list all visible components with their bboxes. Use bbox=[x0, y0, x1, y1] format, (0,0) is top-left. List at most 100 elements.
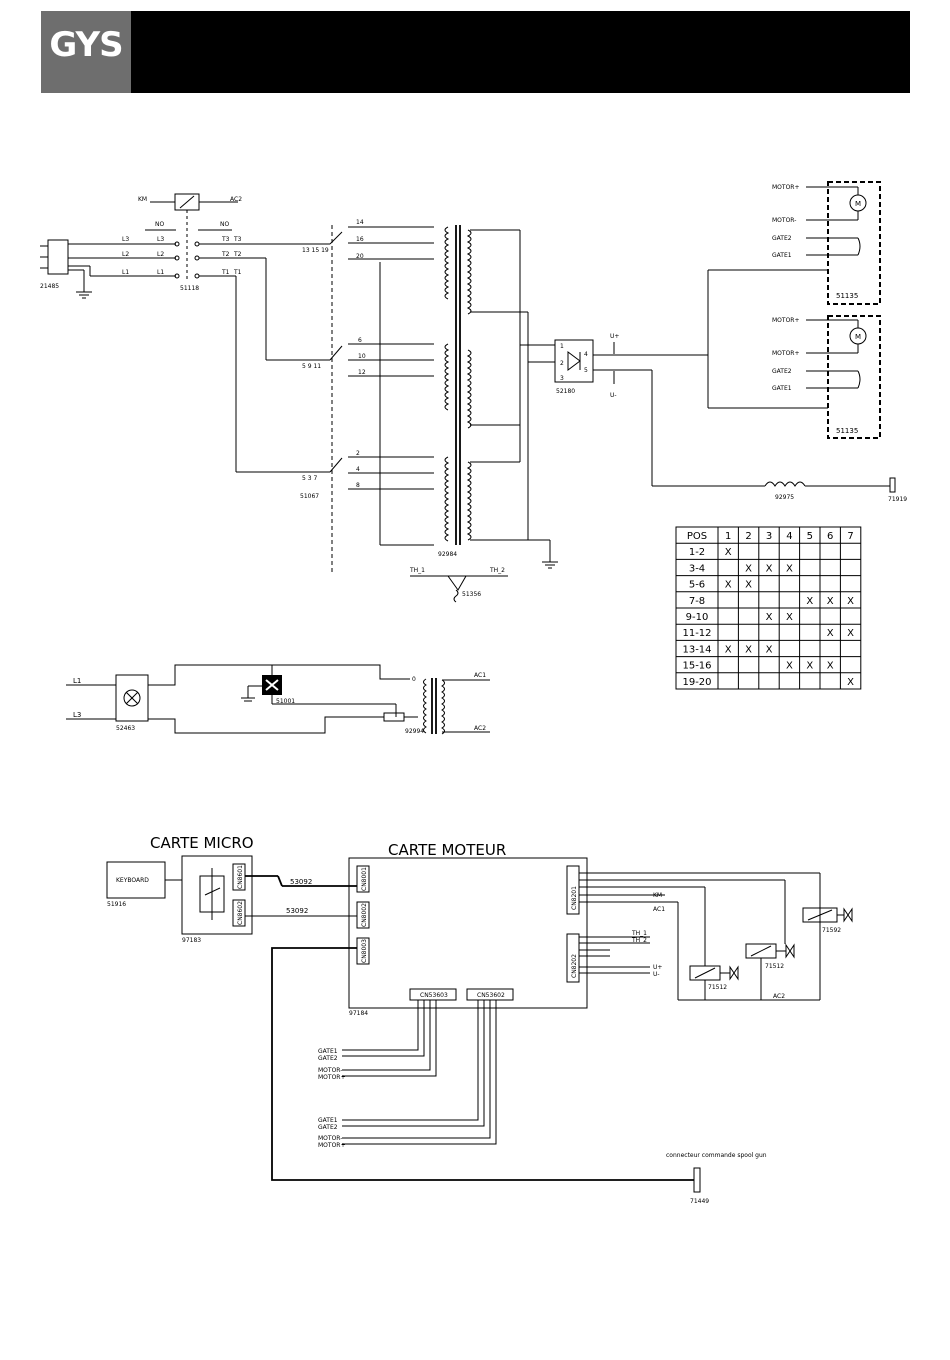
carte-moteur-board bbox=[348, 857, 588, 1009]
table-header-col: 3 bbox=[766, 531, 772, 542]
secondary-winding bbox=[466, 229, 472, 315]
pot-wiper bbox=[204, 887, 221, 896]
aux-l1: L1 bbox=[73, 677, 81, 685]
lamp-icon bbox=[123, 689, 141, 707]
switch2-blade bbox=[329, 345, 343, 361]
valve-1-icon bbox=[729, 965, 739, 981]
th1-label: TH_1 bbox=[409, 567, 425, 574]
no-label-left: NO bbox=[155, 221, 164, 228]
tap-12: 12 bbox=[358, 369, 366, 376]
lamp-cross bbox=[125, 691, 139, 705]
rect-pin-5: 5 bbox=[584, 367, 588, 374]
km-coil-diag bbox=[179, 195, 195, 209]
table-mark: X bbox=[847, 596, 854, 607]
bundle2-motorm: MOTOR- bbox=[318, 1135, 342, 1142]
cn-micro-2-label: CN8602 bbox=[237, 901, 244, 925]
aux-ac2: AC2 bbox=[474, 725, 486, 732]
cn-left-1-label: CN8001 bbox=[361, 867, 368, 891]
rect-pin-1: 1 bbox=[560, 343, 564, 350]
contact-dot bbox=[194, 255, 200, 261]
gate-switch bbox=[857, 370, 861, 389]
table-header-col: 4 bbox=[786, 531, 792, 542]
table-mark: X bbox=[806, 661, 813, 672]
bundle1-gate1: GATE1 bbox=[318, 1048, 338, 1055]
ctrl-th2: TH_2 bbox=[631, 937, 647, 944]
valve-2-diag bbox=[750, 945, 772, 957]
ctrl-uplus: U+ bbox=[653, 964, 662, 971]
switch2-label: 5 9 11 bbox=[302, 363, 321, 370]
table-mark: X bbox=[745, 644, 752, 655]
carte-moteur-title: CARTE MOTEUR bbox=[388, 841, 506, 859]
cn-bottom-1-label: CN53603 bbox=[420, 992, 448, 999]
cn-micro-1 bbox=[232, 863, 246, 891]
motor-bot-label-2: MOTOR+ bbox=[772, 350, 799, 357]
bundle2-gate1: GATE1 bbox=[318, 1117, 338, 1124]
keyboard-ref: 51916 bbox=[107, 901, 126, 908]
table-mark: X bbox=[827, 661, 834, 672]
switch3-ref: 51067 bbox=[300, 493, 319, 500]
phase-out2-t3: T3 bbox=[233, 236, 242, 243]
tap-4: 4 bbox=[356, 466, 360, 473]
contactor-ref: 51118 bbox=[180, 285, 199, 292]
table-mark: X bbox=[847, 628, 854, 639]
motor-top-ref: 51135 bbox=[836, 292, 858, 300]
bundle1-motorp: MOTOR+ bbox=[318, 1074, 345, 1081]
contact-in-l2: L2 bbox=[157, 251, 164, 258]
header-bar bbox=[41, 11, 910, 93]
table-row-pos: 19-20 bbox=[682, 677, 711, 688]
valve-3-icon bbox=[843, 907, 853, 923]
aux-switch-ref: 52463 bbox=[116, 725, 135, 732]
motor-bot-m: M bbox=[855, 333, 861, 341]
table-header-pos: POS bbox=[687, 531, 707, 542]
fuse-ref: 92994 bbox=[405, 728, 424, 735]
micro-ref: 97183 bbox=[182, 937, 201, 944]
aux-secondary-winding bbox=[441, 679, 445, 735]
bundle1-motorm: MOTOR- bbox=[318, 1067, 342, 1074]
cn-micro-1-label: CN8601 bbox=[237, 865, 244, 889]
motor-top-label-1: MOTOR+ bbox=[772, 184, 799, 191]
table-mark: X bbox=[725, 547, 732, 558]
keyboard-label: KEYBOARD bbox=[116, 877, 149, 884]
spool-gun-ref: 71449 bbox=[690, 1198, 709, 1205]
cn-right-2 bbox=[566, 933, 580, 983]
table-mark: X bbox=[725, 644, 732, 655]
motor-top-box bbox=[827, 181, 881, 305]
mains-plug bbox=[47, 239, 69, 275]
ctrl-ac2: AC2 bbox=[773, 993, 785, 1000]
spool-gun-connector bbox=[693, 1167, 701, 1193]
primary-winding bbox=[444, 226, 450, 300]
rect-pin-2: 2 bbox=[560, 360, 564, 367]
table-row-pos: 3-4 bbox=[689, 563, 705, 574]
diode-symbol bbox=[567, 351, 581, 371]
output-ref: 71919 bbox=[888, 496, 907, 503]
bundle1-wire bbox=[342, 1000, 431, 1071]
valve-1-diag bbox=[694, 967, 716, 979]
aux-bot-rail bbox=[148, 716, 384, 734]
phase-out2-t2: T2 bbox=[233, 251, 242, 258]
contact-dot bbox=[194, 273, 200, 279]
phase-out-t1: T1 bbox=[221, 269, 230, 276]
table-mark: X bbox=[827, 628, 834, 639]
inductor bbox=[764, 481, 806, 487]
km-label: KM bbox=[138, 196, 147, 203]
cn-left-3 bbox=[356, 937, 370, 965]
table-mark: X bbox=[786, 563, 793, 574]
table-mark: X bbox=[766, 612, 773, 623]
u-minus-label: U- bbox=[610, 392, 617, 399]
table-row-pos: 15-16 bbox=[682, 661, 711, 672]
bundle2-wire bbox=[342, 1000, 497, 1145]
cn-right-1 bbox=[566, 865, 580, 915]
table-mark: X bbox=[806, 596, 813, 607]
tap-20: 20 bbox=[356, 253, 364, 260]
contact-dot bbox=[174, 273, 180, 279]
carte-micro-title: CARTE MICRO bbox=[150, 834, 254, 852]
cn-micro-2 bbox=[232, 899, 246, 927]
inductor-ref: 92975 bbox=[775, 494, 794, 501]
thermal-ref: 51356 bbox=[462, 591, 481, 598]
valve-1-ref: 71512 bbox=[708, 984, 727, 991]
phase-out2-t1: T1 bbox=[233, 269, 242, 276]
cn-left-3-label: CN8003 bbox=[361, 939, 368, 963]
phase-out-t3: T3 bbox=[221, 236, 230, 243]
